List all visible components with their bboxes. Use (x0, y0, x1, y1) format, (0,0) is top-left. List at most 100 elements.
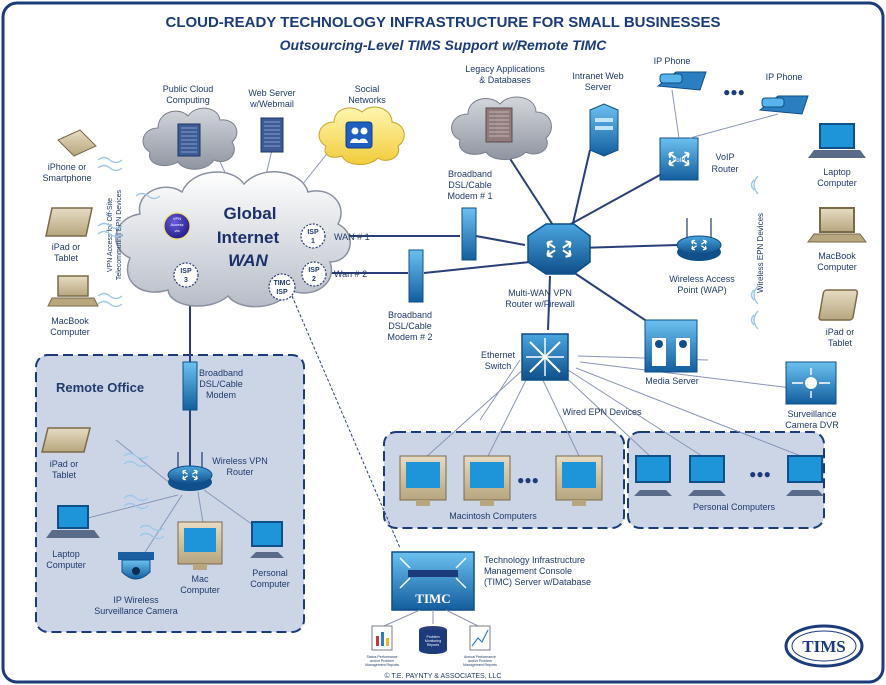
internet-label-wan: WAN (228, 251, 268, 270)
ip-phone-2-icon (758, 95, 809, 115)
timc-label-2: Management Console (484, 566, 572, 576)
isp-2-number: 2 (312, 276, 316, 283)
public-cloud-label-2: Computing (166, 95, 210, 105)
report-3-label-2: and/or Problem (468, 659, 492, 663)
diagram-subtitle: Outsourcing-Level TIMS Support w/Remote … (280, 37, 608, 53)
wireless-access-point-icon (676, 218, 722, 261)
timc-server-icon: TIMC (391, 551, 475, 611)
switch-label-1: Ethernet (481, 350, 516, 360)
report-3-label-3: Management Reports (463, 663, 497, 667)
wired-epn-label: Wired EPN Devices (562, 407, 642, 417)
wan-1-label: WAN # 1 (334, 232, 370, 242)
public-cloud-icon (142, 107, 238, 170)
remote-camera-label-2: Surveillance Camera (94, 606, 178, 616)
media-server-icon (644, 319, 698, 373)
tims-logo: TIMS (784, 624, 864, 668)
report-3-label-1: Annual Performance (464, 655, 496, 659)
remote-camera-icon (118, 552, 154, 580)
report-1-icon (371, 625, 393, 651)
ip-phone-2-label: IP Phone (766, 72, 803, 82)
right-laptop-icon (808, 123, 866, 158)
mac-computer-2-icon (463, 455, 511, 506)
web-server-label-2: w/Webmail (249, 99, 294, 109)
modem-1-icon (461, 207, 477, 261)
report-2-label-1: Problem (426, 635, 439, 639)
isp-3-node: ISP 3 (173, 262, 199, 288)
report-2-label-3: Reports (427, 643, 440, 647)
remote-laptop-label-1: Laptop (52, 549, 80, 559)
vpn-access-label-2: Telecommuting EPN Devices (116, 189, 123, 280)
isp-2-node: ISP 2 (301, 261, 327, 287)
left-macbook-icon (47, 275, 99, 307)
vpn-badge (163, 212, 191, 240)
wireless-epn-label: Wireless EPN Devices (756, 213, 765, 293)
remote-pc-label-1: Personal (252, 568, 288, 578)
modem-2-label-1: Broadband (388, 310, 432, 320)
right-ipad-icon (818, 289, 859, 321)
wan-2-label: Wan # 2 (334, 269, 367, 279)
modem-1-label-2: DSL/Cable (448, 180, 492, 190)
report-3-icon (469, 625, 491, 651)
remote-modem-label-1: Broadband (199, 368, 243, 378)
main-router-icon (527, 223, 591, 275)
remote-mac-icon (177, 521, 223, 570)
isp-1-label: ISP (307, 229, 319, 236)
right-ipad-label-2: Tablet (828, 338, 853, 348)
remote-router-label-1: Wireless VPN (212, 456, 268, 466)
dvr-label-2: Camera DVR (785, 420, 839, 430)
phones-ellipsis: ●●● (723, 85, 745, 99)
ip-phone-1-icon (656, 71, 707, 91)
vpn-badge-text-3: via (174, 228, 180, 233)
web-server-icon (260, 117, 284, 153)
left-iphone-icon (57, 129, 97, 157)
report-1-label-1: Status Performance (367, 655, 398, 659)
right-macbook-icon (807, 207, 867, 243)
remote-office-title: Remote Office (56, 380, 144, 395)
remote-ipad-label-2: Tablet (52, 470, 77, 480)
remote-laptop-label-2: Computer (46, 560, 86, 570)
modem-2-label-3: Modem # 2 (387, 332, 432, 342)
intranet-label-1: Intranet Web (572, 71, 623, 81)
pc-group-panel (627, 431, 825, 529)
main-router-label-1: Multi-WAN VPN (508, 288, 572, 298)
legacy-apps-label-2: & Databases (479, 75, 531, 85)
legacy-apps-icon (451, 96, 552, 160)
timc-isp-node: TIMC ISP (268, 273, 296, 301)
mac-group-ellipsis: ●●● (517, 473, 539, 487)
media-server-label: Media Server (645, 376, 699, 386)
modem-1-label-3: Modem # 1 (447, 191, 492, 201)
main-router-label-2: Router w/Firewall (505, 299, 575, 309)
report-2-icon (419, 626, 447, 654)
internet-label-internet: Internet (217, 228, 280, 247)
public-cloud-label-1: Public Cloud (163, 84, 214, 94)
web-server-label-1: Web Server (248, 88, 295, 98)
remote-ipad-icon (41, 427, 91, 453)
remote-modem-label-3: Modem (206, 390, 236, 400)
remote-pc-label-2: Computer (250, 579, 290, 589)
pc-3-icon (786, 455, 824, 496)
left-iphone-label-2: Smartphone (42, 173, 91, 183)
copyright: © T.E. PAYNTY & ASSOCIATES, LLC (385, 672, 502, 680)
switch-label-2: Switch (485, 361, 512, 371)
timc-isp-label-2: ISP (276, 289, 288, 296)
left-ipad-icon (45, 207, 93, 237)
voip-router-label-1: VoIP (715, 152, 734, 162)
isp-2-label: ISP (308, 267, 320, 274)
social-network-icon (318, 106, 405, 165)
wap-label-1: Wireless Access (669, 274, 735, 284)
dvr-label-1: Surveillance (787, 409, 836, 419)
remote-router-label-2: Router (226, 467, 253, 477)
tims-logo-text: TIMS (802, 637, 845, 656)
modem-1-label-1: Broadband (448, 169, 492, 179)
voip-icon-text: VoIP (673, 158, 686, 164)
right-ipad-label-1: iPad or (826, 327, 855, 337)
left-ipad-label-2: Tablet (54, 253, 79, 263)
isp-1-node: ISP 1 (300, 223, 326, 249)
right-wireless-signal (750, 175, 759, 330)
left-macbook-label-1: MacBook (51, 316, 89, 326)
isp-1-number: 1 (311, 238, 315, 245)
vpn-badge-text-1: VPN (173, 216, 181, 221)
isp-3-label: ISP (180, 268, 192, 275)
vpn-badge-text-2: Access (171, 222, 184, 227)
left-macbook-label-2: Computer (50, 327, 90, 337)
